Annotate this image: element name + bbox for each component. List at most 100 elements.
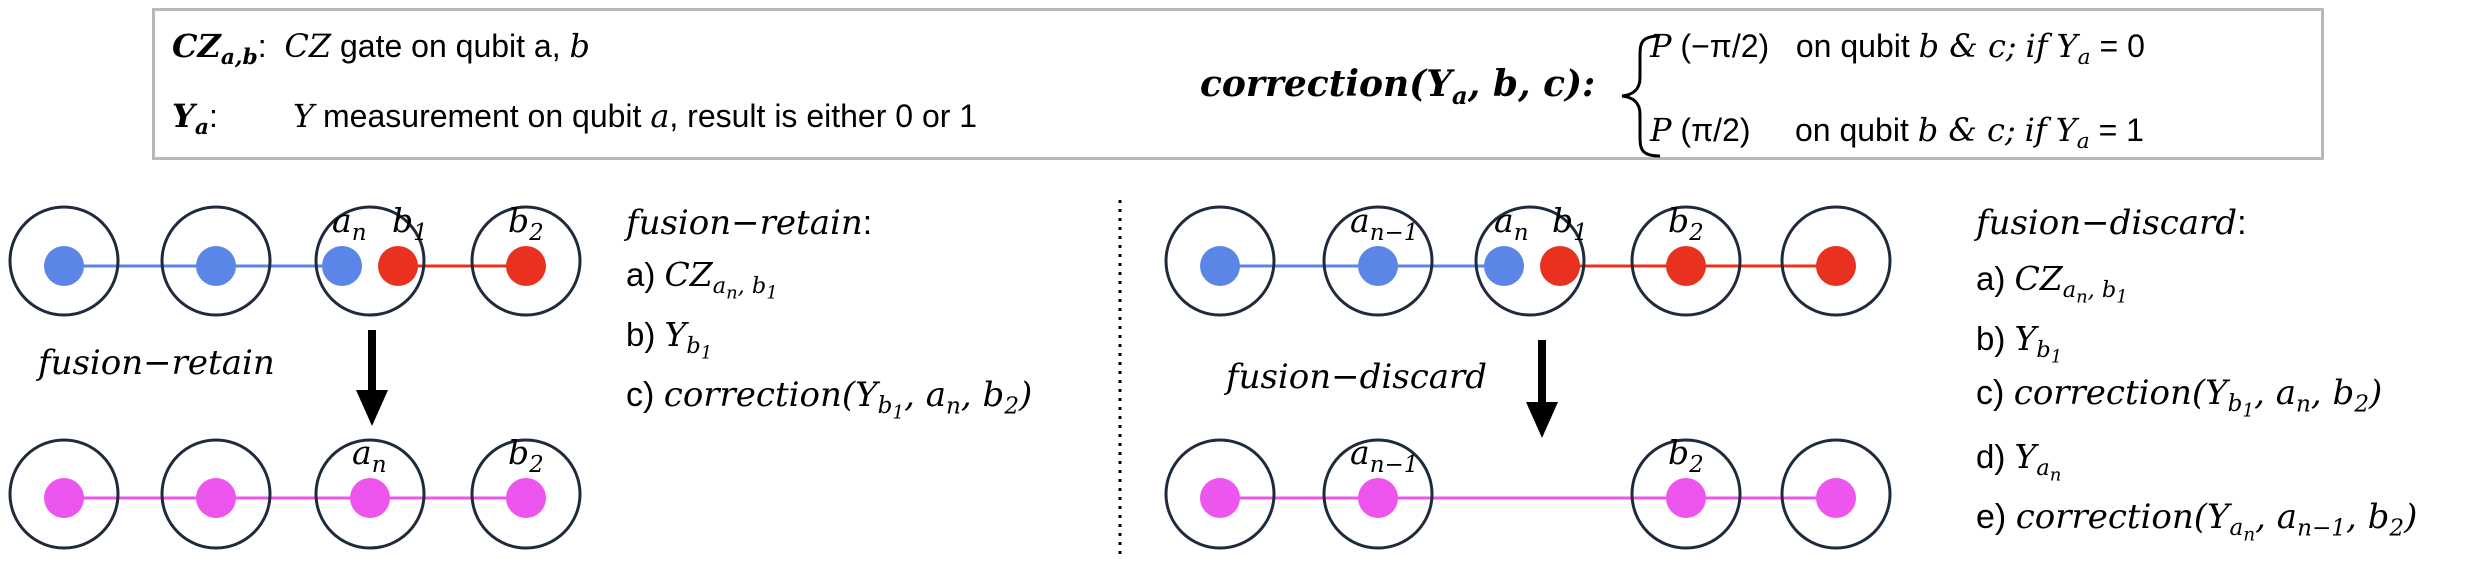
right-step-c-prefix: c) xyxy=(1976,374,2005,412)
right-step-a-prefix: a) xyxy=(1976,260,2006,297)
right-top-qubit-b2 xyxy=(1666,246,1706,286)
legend-correction-def: correction(Ya, b, c): xyxy=(1200,66,1595,108)
legend-y-sep: : xyxy=(208,98,218,134)
right-step-e-prefix: e) xyxy=(1976,498,2007,536)
legend-y-text: measurement on qubit xyxy=(323,98,642,134)
right-top-label-b1: b1 xyxy=(1552,201,1588,246)
left-step-c-prefix: c) xyxy=(626,376,655,414)
left-bottom-label-an: an xyxy=(352,433,387,478)
correction-Y-sub: a xyxy=(1451,80,1468,110)
right-step-e-end: ) xyxy=(2404,497,2418,537)
legend-cz-b: b xyxy=(569,27,590,65)
right-top-label-b2: b2 xyxy=(1668,201,1704,246)
left-step-c-sub: b xyxy=(877,393,893,420)
left-bottom-qubit-an xyxy=(350,478,390,518)
left-top-circle-1 xyxy=(8,205,120,317)
left-steps-title-colon: : xyxy=(862,204,873,242)
right-bottom-qubit-4 xyxy=(1816,478,1856,518)
legend-y-symbol: Y xyxy=(172,97,195,135)
legend-y-gate: Y xyxy=(293,97,315,135)
right-top-label-an: an xyxy=(1494,201,1529,246)
legend-cz-gate: CZ xyxy=(284,27,332,65)
right-top-label-an1: an−1 xyxy=(1350,201,1418,246)
right-step-b-prefix: b) xyxy=(1976,320,2006,357)
left-step-c-rest2-sub: 2 xyxy=(1004,393,1020,420)
legend-cz-text: gate on qubit a, xyxy=(339,28,561,64)
left-top-circle-3 xyxy=(314,205,426,317)
left-step-c: c) correction(Yb1, an, b2) xyxy=(626,375,1033,424)
right-step-d: d) Yan xyxy=(1976,437,2062,486)
right-steps-title-colon: : xyxy=(2237,204,2247,242)
right-step-e: e) correction(Yan, an−1, b2) xyxy=(1976,497,2418,546)
correction-case-2: P (π/2) on qubit b & c; if Ya = 1 xyxy=(1650,114,2144,153)
case1-angle: (−π/2) xyxy=(1680,28,1770,64)
right-step-d-sub: a xyxy=(2036,455,2050,482)
legend-y-subscript: a xyxy=(194,114,209,140)
right-step-a: a) CZan, b1 xyxy=(1976,259,2128,308)
right-step-e-rest-sub: n−1 xyxy=(2297,515,2347,542)
left-step-a-op: CZ xyxy=(664,255,713,294)
right-top-qubit-5 xyxy=(1816,246,1856,286)
right-step-c-rest-sub: n xyxy=(2296,391,2311,418)
case1-Y-sub: a xyxy=(2077,44,2091,70)
left-top-qubit-1 xyxy=(44,246,84,286)
legend-y-row: Ya: xyxy=(172,100,218,139)
right-step-d-op: Y xyxy=(2014,437,2037,476)
left-steps-title-text: fusion−retain xyxy=(626,203,863,243)
correction-brace xyxy=(1621,34,1661,158)
right-top-graph: an−1 an b1 b2 xyxy=(1164,201,1892,317)
right-bottom-circle-1 xyxy=(1164,438,1276,550)
left-bottom-circle-1 xyxy=(8,438,120,550)
right-step-c-end: ) xyxy=(2369,373,2383,413)
left-top-circle-2 xyxy=(160,205,272,317)
left-bottom-qubit-2 xyxy=(196,478,236,518)
case2-angle: (π/2) xyxy=(1680,112,1751,148)
case2-Y-sub: a xyxy=(2076,128,2090,154)
right-bottom-circle-4 xyxy=(1780,438,1892,550)
left-bottom-circle-3 xyxy=(314,438,426,550)
case1-op: P xyxy=(1650,27,1672,65)
right-top-circle-1 xyxy=(1164,205,1276,317)
right-steps-title: fusion−discard: xyxy=(1976,206,2247,240)
right-top-qubit-an1 xyxy=(1358,246,1398,286)
left-step-c-op: correction(Y xyxy=(663,375,878,415)
right-top-qubit-1 xyxy=(1200,246,1240,286)
right-step-b-op: Y xyxy=(2014,319,2037,358)
case1-text: on qubit xyxy=(1795,28,1910,64)
right-top-circle-3 xyxy=(1474,205,1586,317)
right-top-circle-5 xyxy=(1780,205,1892,317)
right-step-a-op: CZ xyxy=(2014,259,2063,298)
left-bottom-qubit-b2 xyxy=(506,478,546,518)
legend-y-a: a xyxy=(650,97,670,135)
left-step-b-op: Y xyxy=(664,315,687,354)
left-top-label-b1: b1 xyxy=(392,201,428,246)
case1-bc: b & c; xyxy=(1918,27,2017,65)
right-top-qubit-b1 xyxy=(1540,246,1580,286)
case2-bc: b & c; xyxy=(1917,111,2016,149)
right-bottom-qubit-an1 xyxy=(1358,478,1398,518)
right-bottom-graph: an−1 b2 xyxy=(1164,433,1892,550)
right-steps-title-text: fusion−discard xyxy=(1976,203,2238,243)
correction-Y: Y xyxy=(1426,63,1452,105)
right-step-c-op: correction(Y xyxy=(2013,373,2228,413)
right-step-e-rest2: , b xyxy=(2346,497,2390,537)
right-step-a-sub: a xyxy=(2062,277,2077,304)
right-step-d-prefix: d) xyxy=(1976,438,2006,475)
right-step-e-sub: a xyxy=(2229,515,2244,542)
left-step-c-rest-sub: n xyxy=(946,393,961,420)
left-step-a: a) CZan, b1 xyxy=(626,255,778,304)
legend-y-desc: Y measurement on qubit a, result is eith… xyxy=(293,100,977,132)
right-step-b: b) Yb1 xyxy=(1976,319,2063,368)
case2-text: on qubit xyxy=(1794,112,1909,148)
left-step-a-prefix: a) xyxy=(626,256,656,293)
left-step-a-sub: a xyxy=(712,273,727,300)
right-top-circle-4 xyxy=(1630,205,1742,317)
case2-op: P xyxy=(1650,111,1672,149)
case1-Y: Y xyxy=(2056,27,2078,65)
right-bottom-label-an1: an−1 xyxy=(1350,433,1418,478)
case1-if: if xyxy=(2025,27,2048,65)
right-step-c-rest: , a xyxy=(2254,373,2297,413)
right-bottom-circle-2 xyxy=(1322,438,1434,550)
right-step-e-rest: , a xyxy=(2255,497,2298,537)
